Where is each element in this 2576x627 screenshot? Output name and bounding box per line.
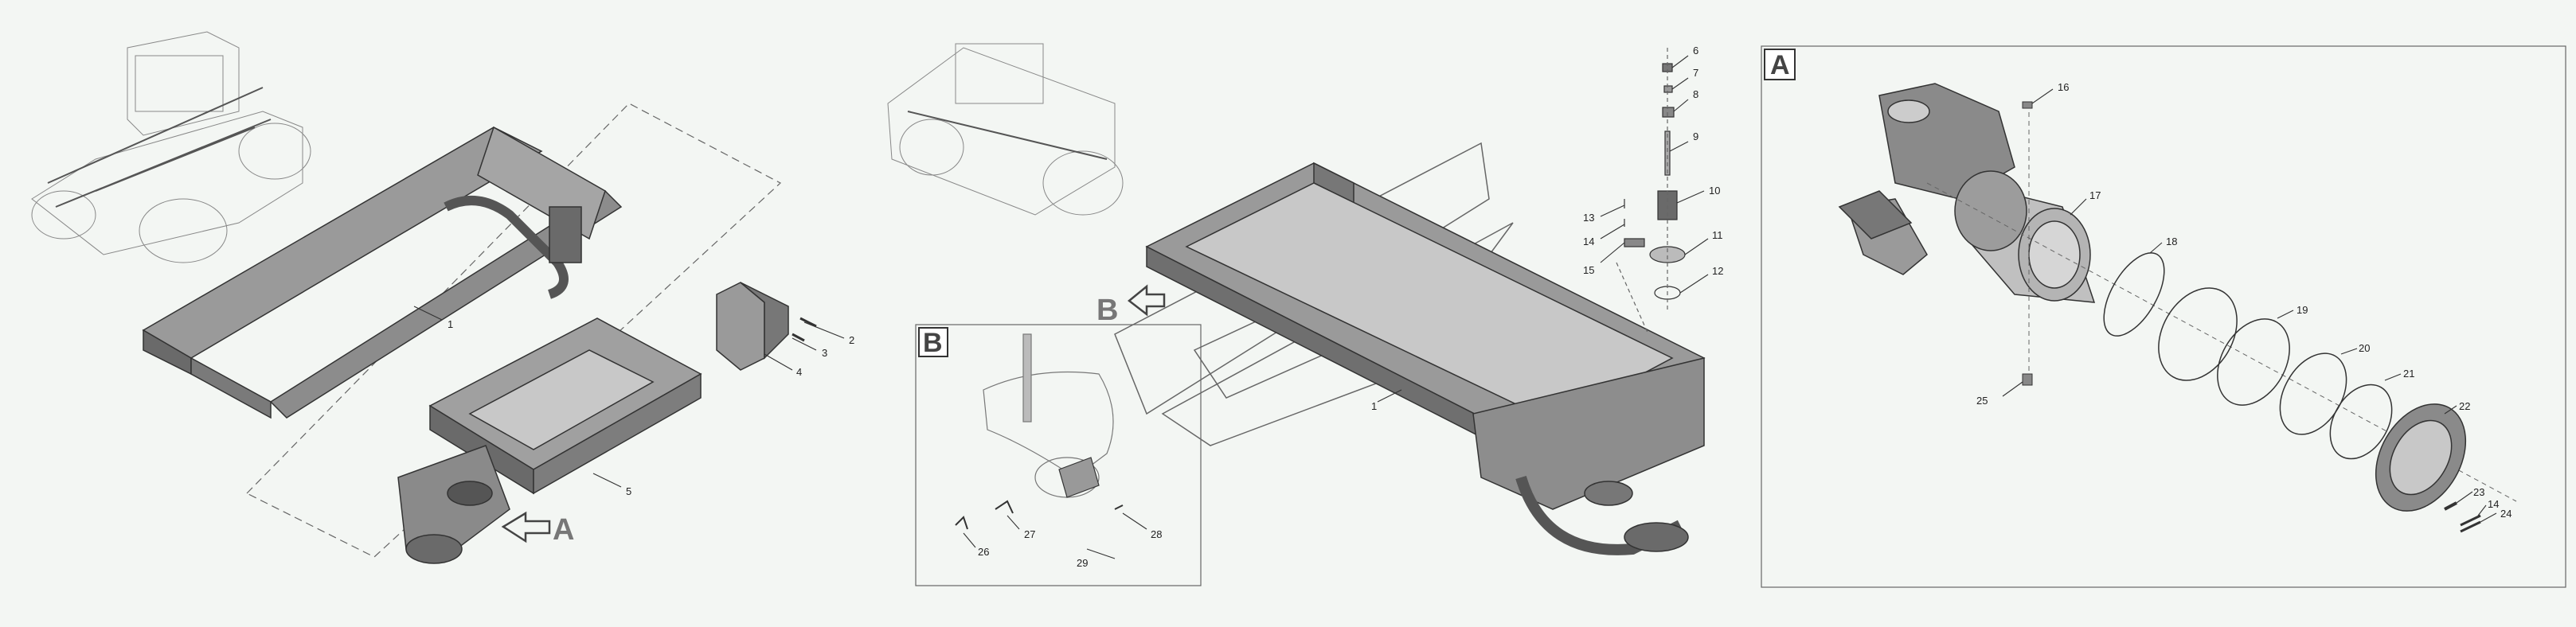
callout-23: 23 [2473, 486, 2484, 498]
middle-assembly: B B 26 27 28 29 [887, 43, 1723, 586]
ring-part-19 [2217, 318, 2290, 406]
inset-b-label: B [923, 328, 943, 358]
callout-10: 10 [1709, 185, 1720, 197]
callout-24: 24 [2500, 508, 2512, 520]
callout-11: 11 [1712, 229, 1723, 241]
callout-3: 3 [822, 347, 827, 359]
callout-16: 16 [2058, 81, 2069, 93]
ring-part-18 [2103, 252, 2165, 337]
bolts-parts-2-3 [792, 317, 817, 342]
callout-22: 22 [2459, 400, 2470, 412]
callout-14: 14 [1583, 236, 1594, 247]
callout-27: 27 [1024, 528, 1035, 540]
callout-8: 8 [1693, 88, 1698, 100]
small-fasteners [2022, 101, 2481, 533]
callout-4: 4 [796, 366, 802, 378]
detail-a-label-box [1764, 49, 1796, 80]
tractor-sketch-middle [887, 43, 1124, 216]
callout-1-middle: 1 [1371, 400, 1377, 412]
callout-19: 19 [2297, 304, 2308, 316]
callout-2: 2 [849, 334, 854, 346]
frame-part-1-middle [1145, 162, 1706, 555]
callout-9: 9 [1693, 130, 1698, 142]
callout-7: 7 [1693, 67, 1698, 79]
inset-b-label-box [918, 327, 948, 357]
callout-20: 20 [2359, 342, 2370, 354]
view-arrow-b: B [1096, 284, 1166, 327]
callout-18: 18 [2166, 236, 2177, 247]
left-assembly: A 1 2 3 4 5 [31, 31, 854, 564]
inset-b-panel [915, 324, 1202, 586]
hardware-stack [1616, 48, 1686, 335]
inset-b-drawing [955, 333, 1124, 530]
ring-part-20 [2279, 352, 2347, 435]
callout-15: 15 [1583, 264, 1594, 276]
ring-seals [2103, 252, 2467, 512]
bracket-part-4 [716, 282, 789, 371]
ring-part-21 [2329, 384, 2393, 460]
tractor-sketch-left [31, 31, 311, 263]
callout-28: 28 [1151, 528, 1162, 540]
view-arrow-a: A [501, 511, 574, 547]
callout-5: 5 [626, 485, 631, 497]
callout-29: 29 [1077, 557, 1088, 569]
view-arrow-a-letter: A [553, 513, 574, 547]
ring-part-18b [2158, 287, 2238, 381]
callout-6: 6 [1693, 45, 1698, 56]
callout-17: 17 [2089, 189, 2101, 201]
callout-13: 13 [1583, 212, 1594, 224]
dashed-footprint [245, 103, 782, 558]
detail-a-label: A [1770, 50, 1790, 80]
callout-12: 12 [1712, 265, 1723, 277]
detail-a-panel: A [1761, 45, 2566, 588]
callout-21: 21 [2403, 368, 2414, 380]
callout-26: 26 [978, 546, 989, 558]
view-arrow-b-letter: B [1096, 294, 1118, 327]
axle-housing-part-17 [1838, 83, 2096, 303]
callout-14-detail: 14 [2488, 498, 2499, 510]
subframe-part-5 [397, 317, 702, 564]
callout-1: 1 [448, 318, 453, 330]
callout-25: 25 [1976, 395, 1988, 407]
frame-part-1 [142, 126, 623, 419]
